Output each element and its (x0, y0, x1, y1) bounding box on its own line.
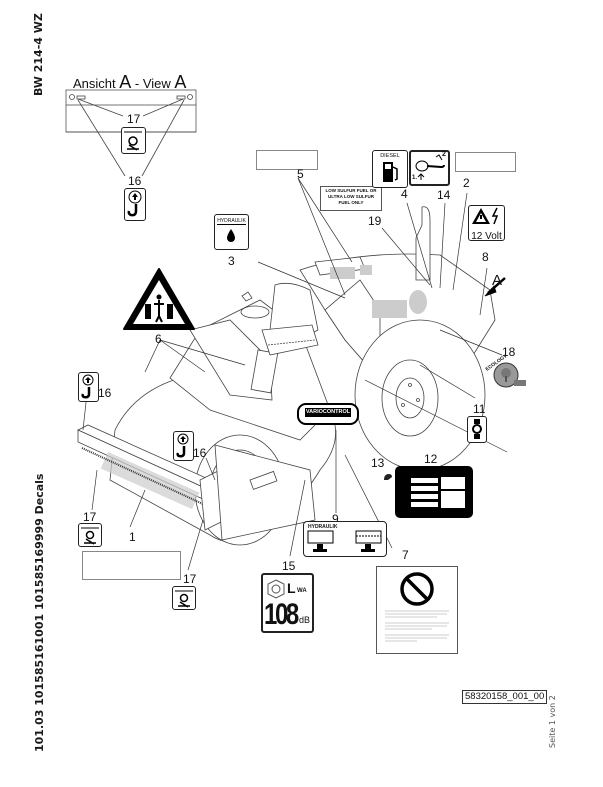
step-2-label: 2 (442, 151, 446, 158)
no-reach-icon (385, 572, 449, 642)
hydraulic-level-icons (307, 530, 382, 552)
fuel-notice-line1: LOW SULFUR FUEL OR (325, 188, 377, 193)
callout-15: 15 (282, 559, 296, 573)
view-title-sep: - View (131, 76, 175, 91)
lifting-hook-icon (176, 433, 189, 458)
hydraulik-level-label: HYDRAULIK (308, 524, 338, 530)
step-1-label: 1. (412, 175, 418, 181)
exhaust-pipe (415, 206, 431, 281)
sound-power-level-decal: L WA 108 dB (261, 573, 314, 633)
variocontrol-decal: VARIOCONTROL (297, 403, 359, 425)
drawing-number: 58320158_001_00 (462, 690, 548, 704)
fuel-notice-line3: FUEL ONLY (338, 200, 364, 205)
callout-16-mid: 16 (193, 446, 207, 460)
lifting-hook-icon (81, 374, 94, 399)
ear-protection-icon (267, 579, 285, 599)
diesel-decal: DIESEL (372, 150, 408, 188)
voltage-label: 12 Volt (471, 231, 502, 242)
low-sulfur-fuel-notice: LOW SULFUR FUEL OR ULTRA LOW SULFUR FUEL… (320, 186, 382, 211)
callout-17-right: 17 (183, 572, 197, 586)
callout-1: 1 (129, 530, 136, 544)
sound-value: 108 (264, 598, 299, 631)
callout-2: 2 (463, 176, 470, 190)
callout-3: 3 (228, 254, 235, 268)
callout-17-view: 17 (127, 112, 141, 126)
lifting-point-icon (472, 419, 482, 439)
callout-8: 8 (482, 250, 489, 264)
lifting-hook-decal-view (124, 188, 146, 221)
serial-number-plate (395, 466, 473, 518)
fuel-notice-line2: ULTRA LOW SULFUR (328, 194, 374, 199)
view-title-letter: A (119, 72, 132, 92)
diesel-label: DIESEL (380, 153, 400, 159)
tie-down-decal-view (121, 127, 146, 154)
hydraulic-level-decal: HYDRAULIK (303, 521, 387, 557)
ecology-decal: ECOLOGY (484, 353, 526, 391)
callout-4: 4 (401, 187, 408, 201)
safety-notice-decal (376, 566, 458, 654)
ecology-tree-icon (493, 362, 526, 388)
blank-label-5 (256, 150, 318, 170)
callout-6: 6 (155, 332, 162, 346)
filler-cap-icon (415, 154, 445, 180)
view-title-prefix: Ansicht (73, 76, 116, 91)
view-title-letter2: A (174, 72, 187, 92)
drum-frame (77, 424, 316, 541)
tie-down-icon (175, 590, 193, 608)
tie-down-decal-right (172, 586, 196, 610)
callout-19: 19 (368, 214, 382, 228)
callout-17-left: 17 (83, 510, 97, 524)
callout-13: 13 (371, 456, 385, 470)
blank-label-1 (82, 551, 181, 580)
crush-hazard-warning-icon (123, 268, 195, 330)
sound-symbol: L (287, 580, 296, 596)
operator-seat (240, 282, 319, 356)
callout-16-view: 16 (128, 174, 142, 188)
oil-drop-icon (227, 229, 235, 242)
filler-cap-decal: 1. 2 (409, 150, 450, 186)
view-a-title: Ansicht A - View A (73, 72, 186, 93)
electrical-warning-icon (472, 207, 499, 225)
blank-label-2 (455, 152, 516, 172)
page-indicator: Seite 1 von 2 (548, 695, 557, 748)
lifting-hook-decal-left (78, 372, 99, 402)
callout-11: 11 (473, 402, 486, 416)
lifting-hook-icon (127, 190, 142, 217)
callout-12: 12 (424, 452, 438, 466)
leader-lines (82, 177, 508, 571)
tie-down-decal-left (78, 523, 102, 547)
fuel-pump-icon (383, 162, 398, 182)
hydraulik-label: HYDRAULIK (217, 218, 246, 225)
variocontrol-label: VARIOCONTROL (305, 408, 351, 417)
callout-16-left: 16 (98, 386, 112, 400)
small-symbol-decal-13 (384, 474, 392, 480)
lifting-hook-decal-mid (173, 431, 194, 461)
callout-18: 18 (502, 345, 516, 359)
tie-down-icon (124, 131, 142, 151)
hydraulic-oil-decal: HYDRAULIK (214, 214, 249, 250)
12-volt-warning-decal: 12 Volt (468, 205, 505, 242)
callout-14: 14 (437, 188, 451, 202)
callout-9: 9 (332, 512, 339, 526)
lifting-point-decal-rear (467, 416, 487, 443)
rear-wheel (354, 319, 486, 471)
callout-5: 5 (297, 167, 304, 181)
sound-unit: dB (299, 615, 311, 625)
callout-7: 7 (402, 548, 409, 562)
sound-subscript: WA (297, 588, 307, 594)
view-marker-a: A (492, 272, 503, 289)
tie-down-icon (81, 527, 99, 545)
